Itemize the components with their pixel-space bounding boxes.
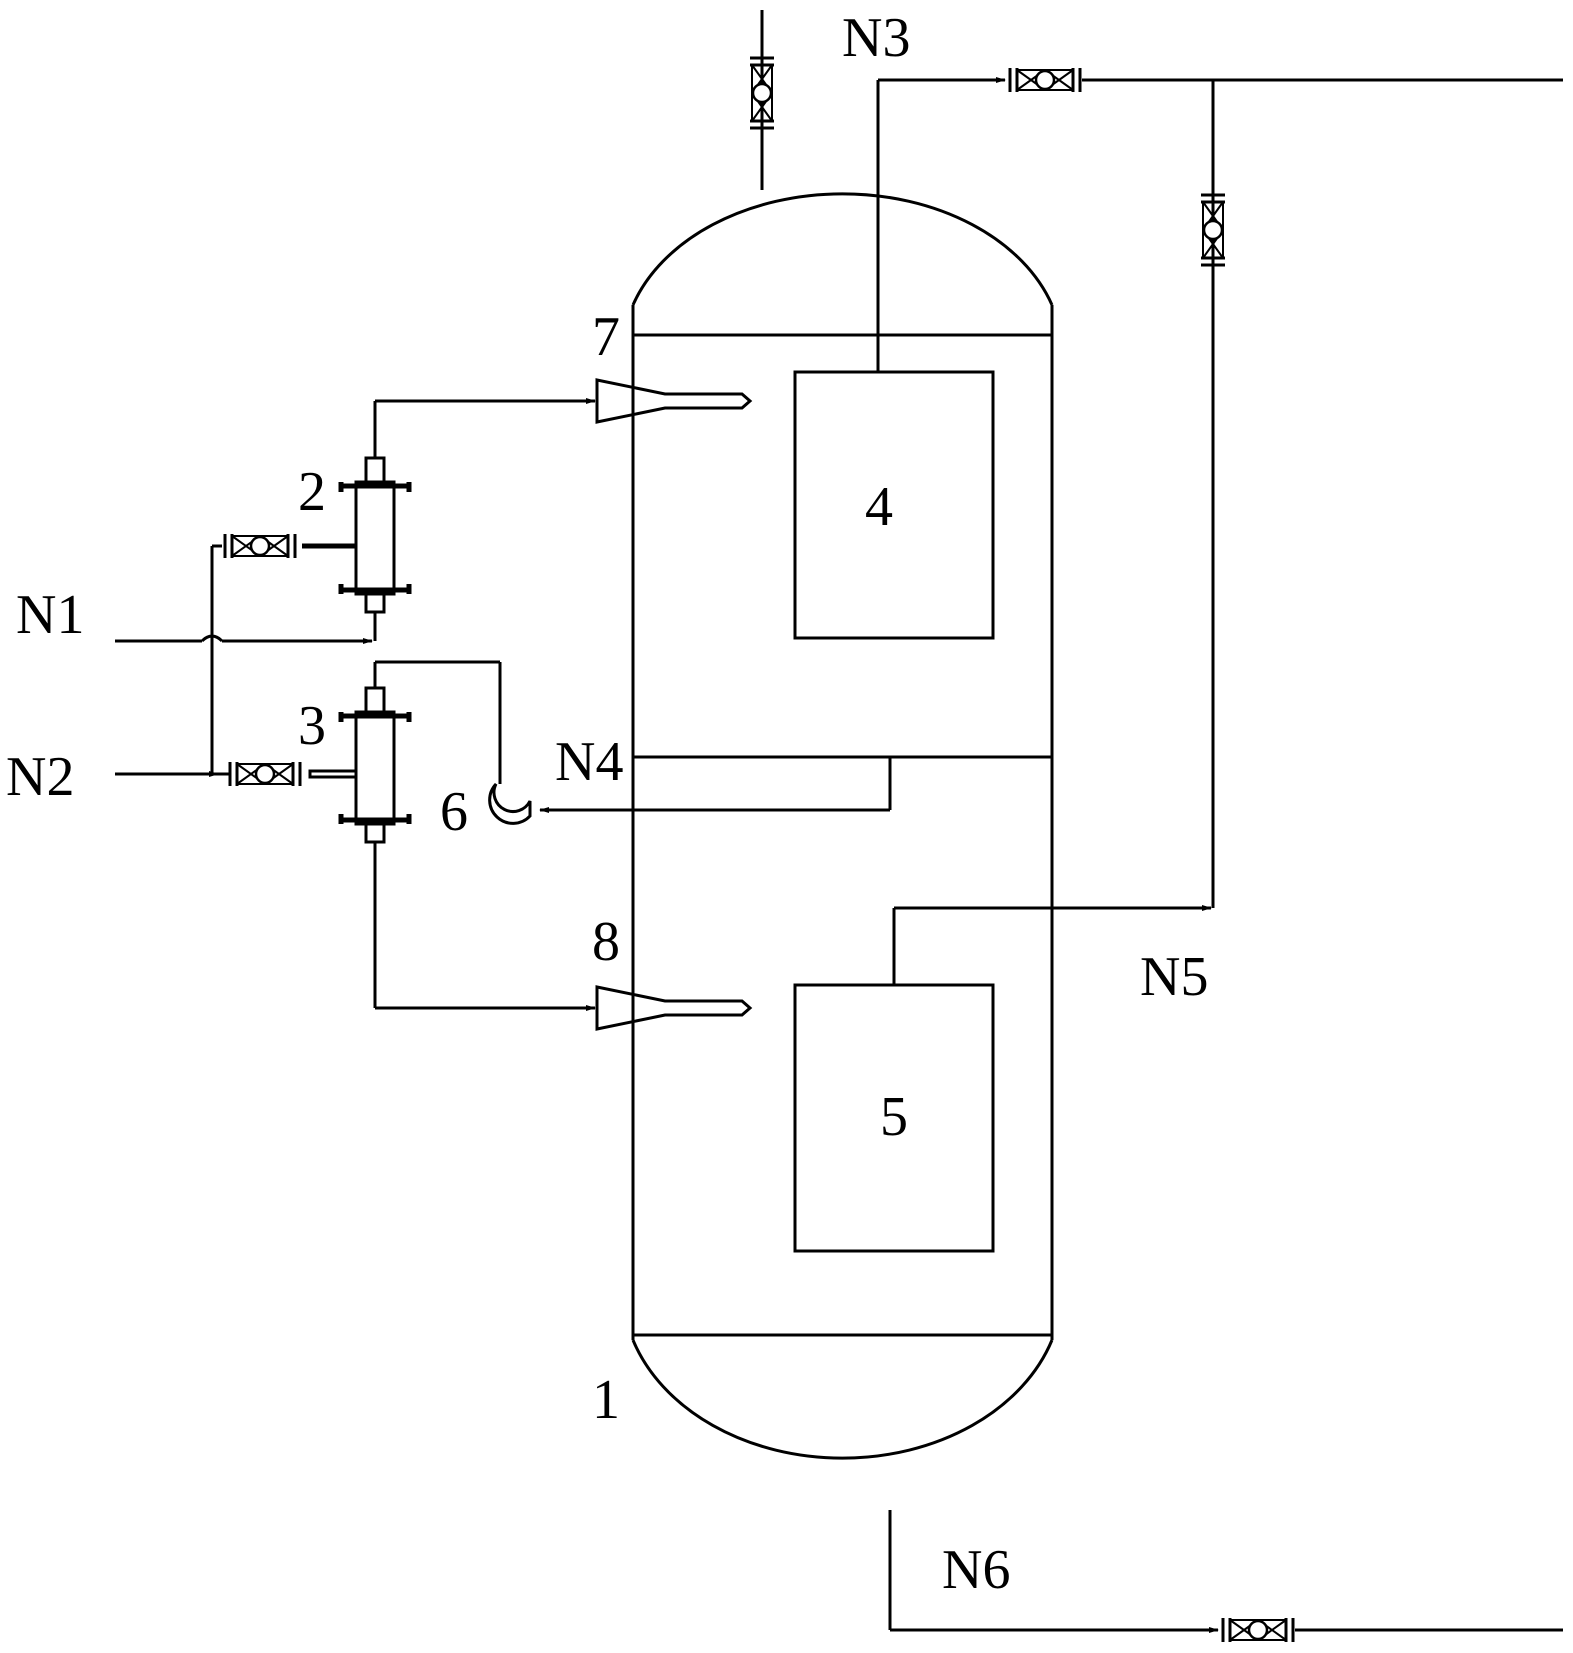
top-vent-line: [750, 10, 774, 190]
n2-valve-icon: [228, 760, 302, 788]
label-n2: N2: [6, 746, 74, 808]
pump-6-loop: [373, 660, 892, 825]
label-n1: N1: [16, 584, 84, 646]
ejector-7: [595, 378, 753, 424]
label-vessel-1: 1: [592, 1369, 620, 1431]
label-ejector-7: 7: [592, 306, 620, 368]
label-exchanger-3: 3: [298, 695, 326, 757]
n6-line: [888, 1510, 1563, 1644]
label-n4: N4: [555, 731, 623, 793]
n1-line: [115, 612, 377, 644]
label-n6: N6: [942, 1539, 1010, 1601]
heat-exchanger-2: [302, 456, 412, 614]
exchanger-3-to-ejector-8-line: [373, 842, 596, 1011]
label-pump-6: 6: [440, 781, 468, 843]
n3-valve-icon: [1008, 66, 1082, 94]
label-exchanger-2: 2: [298, 461, 326, 523]
n2-line: [115, 532, 302, 788]
n3-line: [876, 66, 1563, 372]
label-unit-5: 5: [880, 1086, 908, 1148]
pump-6-icon: [488, 782, 532, 825]
vessel-1: [631, 192, 1054, 1460]
label-n3: N3: [842, 7, 910, 69]
n5-line: [892, 80, 1225, 985]
exchanger-2-to-ejector-7-line: [373, 398, 596, 458]
ejector-8: [595, 985, 753, 1031]
unit-4-box: [793, 370, 995, 640]
label-n5: N5: [1140, 946, 1208, 1008]
heat-exchanger-3: [308, 686, 412, 844]
label-unit-4: 4: [865, 476, 893, 538]
n6-valve-icon: [1221, 1616, 1295, 1644]
label-ejector-8: 8: [592, 911, 620, 973]
exchanger-2-valve-icon: [223, 532, 297, 560]
